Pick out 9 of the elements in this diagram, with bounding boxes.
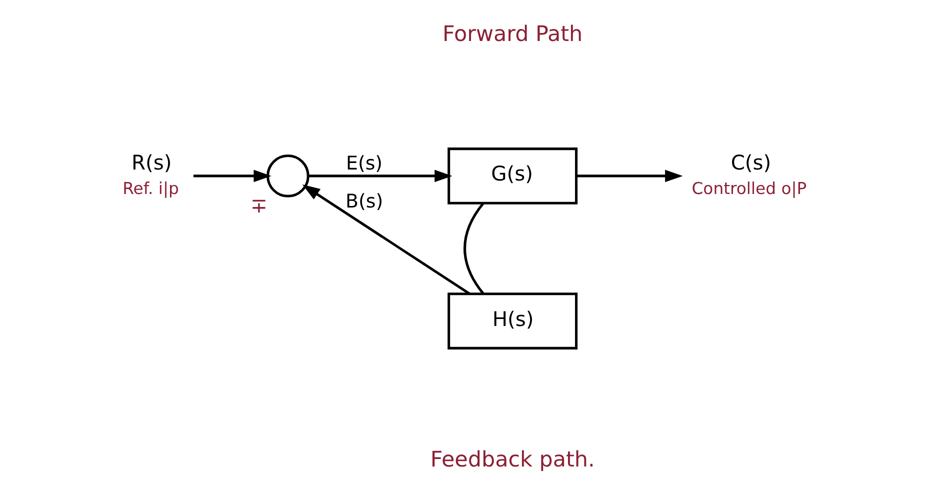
node-text: R(s): [131, 150, 172, 174]
edge-label: E(s): [346, 152, 383, 175]
node-label: Controlled o|P: [692, 179, 807, 198]
label: Forward Path: [442, 22, 583, 48]
node-label: ∓: [250, 193, 268, 218]
node-label: Ref. i|p: [122, 179, 179, 198]
node-text: C(s): [730, 150, 772, 174]
edge-label: B(s): [346, 190, 384, 212]
label: Feedback path.: [430, 447, 595, 472]
